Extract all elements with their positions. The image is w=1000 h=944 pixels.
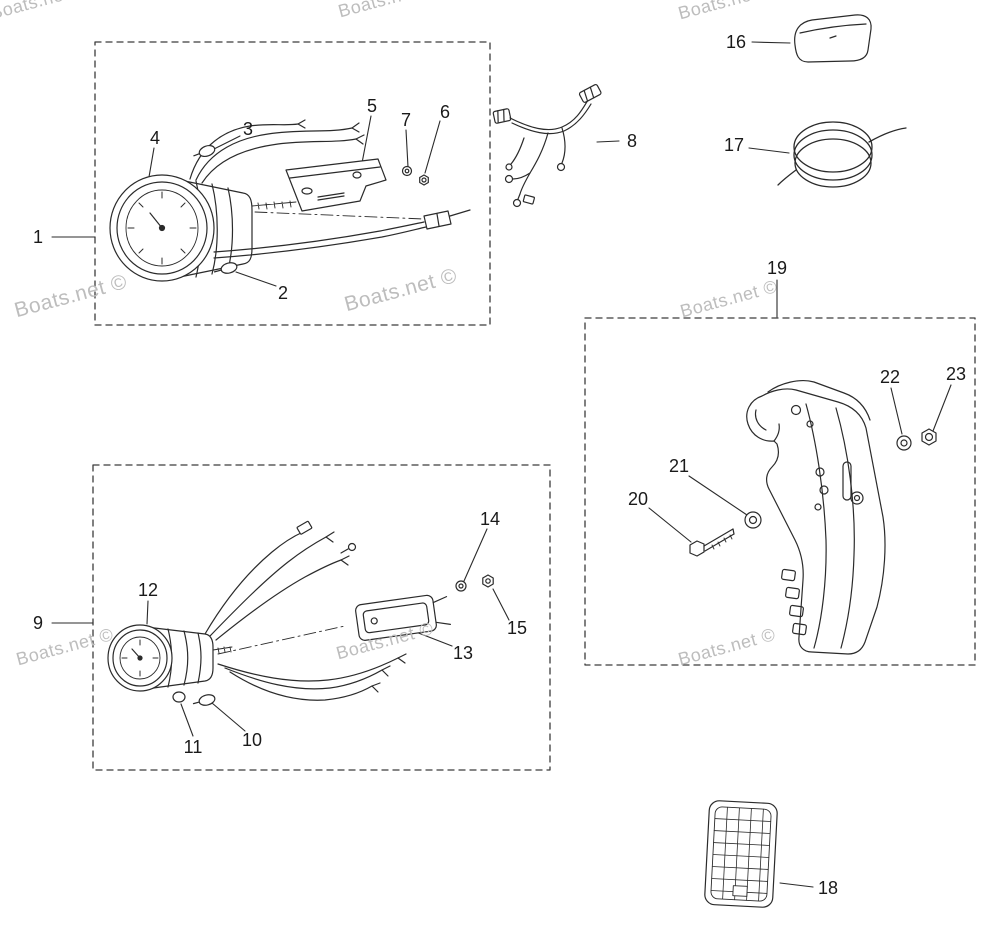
part-label-21: 21 — [668, 456, 690, 476]
dial-tick-marks-small — [121, 639, 159, 677]
leader-lines — [51, 41, 952, 888]
coil-cord-drawing — [777, 121, 907, 188]
wire-fork — [351, 122, 360, 133]
tachometer-assembly-drawing — [107, 520, 494, 706]
part-label-14: 14 — [479, 509, 501, 529]
part-label-13: 13 — [452, 643, 474, 663]
part-label-5: 5 — [366, 96, 377, 116]
dial-tick-marks — [127, 191, 197, 265]
assembly-box-gauge-top — [94, 41, 491, 326]
gauge-bracket-drawing — [355, 594, 452, 641]
part-label-1: 1 — [32, 227, 43, 247]
wire-harness-drawing — [492, 83, 602, 208]
bulb-3-drawing — [193, 144, 216, 158]
clamp-bracket-drawing — [689, 380, 937, 655]
assembly-boxes — [92, 41, 976, 771]
bolt-drawing — [689, 528, 735, 557]
part-label-11: 11 — [183, 737, 203, 757]
part-label-22: 22 — [879, 367, 901, 387]
part-label-4: 4 — [149, 128, 160, 148]
part-label-8: 8 — [626, 131, 637, 151]
bulb-10-drawing — [192, 694, 216, 706]
part-label-17: 17 — [723, 135, 745, 155]
part-label-10: 10 — [241, 730, 263, 750]
part-label-20: 20 — [627, 489, 649, 509]
assembly-box-gauge-bottom — [92, 464, 551, 771]
bulb-2-drawing — [213, 262, 238, 274]
part-label-18: 18 — [817, 878, 839, 898]
part-label-16: 16 — [725, 32, 747, 52]
part-label-9: 9 — [32, 613, 43, 633]
part-label-12: 12 — [137, 580, 159, 600]
part-label-2: 2 — [277, 283, 288, 303]
part-label-19: 19 — [766, 258, 788, 278]
part-label-6: 6 — [439, 102, 450, 122]
part-label-15: 15 — [506, 618, 528, 638]
part-label-3: 3 — [242, 119, 253, 139]
grid-plate-drawing — [704, 800, 778, 908]
part-label-7: 7 — [400, 110, 411, 130]
speedometer-assembly-drawing — [109, 119, 471, 282]
part-label-23: 23 — [945, 364, 967, 384]
assembly-box-bracket — [584, 317, 976, 666]
pouch-drawing — [794, 14, 872, 63]
